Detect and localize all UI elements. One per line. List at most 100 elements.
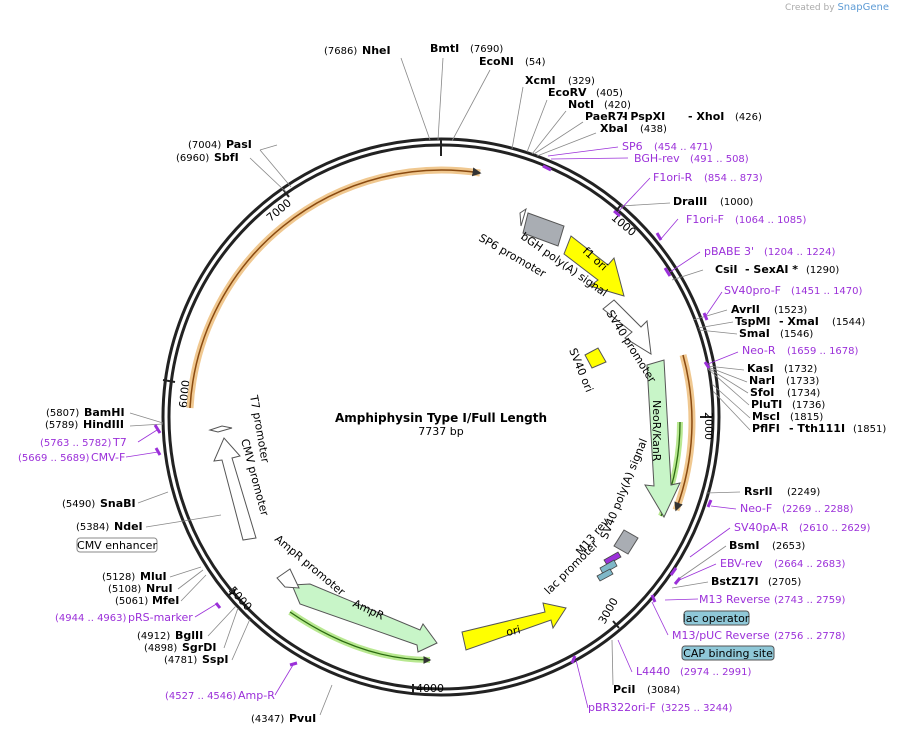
primer-ticks — [153, 164, 713, 667]
svg-text:(1204 .. 1224): (1204 .. 1224) — [764, 247, 836, 258]
svg-text:(54): (54) — [525, 57, 546, 68]
lac-operator-label: lac operator — [683, 612, 750, 625]
svg-text:EcoRV: EcoRV — [548, 86, 587, 99]
svg-text:(2249): (2249) — [787, 487, 820, 498]
primer-m13-reverse: M13 Reverse — [699, 593, 770, 606]
primer-m13-puc-reverse: M13/pUC Reverse — [672, 629, 770, 642]
svg-text:(1732): (1732) — [784, 364, 817, 375]
primer-ebv-rev: EBV-rev — [720, 557, 763, 570]
svg-text:BamHI: BamHI — [84, 406, 125, 419]
svg-text:BmtI: BmtI — [430, 42, 459, 55]
svg-text:(7690): (7690) — [470, 44, 503, 55]
svg-text:(426): (426) — [735, 112, 762, 123]
site-nari: NarI — [749, 374, 775, 387]
feature-neor — [644, 359, 681, 519]
svg-text:(329): (329) — [568, 76, 595, 87]
site-nrui: NruI — [146, 582, 173, 595]
svg-text:M13/pUC Reverse: M13/pUC Reverse — [672, 629, 770, 642]
label-neor: NeoR/KanR — [650, 400, 663, 462]
svg-text:XcmI: XcmI — [525, 74, 556, 87]
svg-text:(2269 .. 2288): (2269 .. 2288) — [782, 504, 854, 515]
svg-text:(454 .. 471): (454 .. 471) — [654, 142, 713, 153]
site-rsrii: RsrII — [744, 485, 773, 498]
site-sspi: SspI — [202, 653, 228, 666]
svg-text:SbfI: SbfI — [214, 151, 239, 164]
svg-text:- XmaI: - XmaI — [779, 315, 819, 328]
primer-cmv-f: CMV-F — [91, 451, 125, 464]
svg-text:pRS-marker: pRS-marker — [128, 611, 193, 624]
svg-text:BGH-rev: BGH-rev — [634, 152, 680, 165]
plasmid-name: Amphiphysin Type I/Full Length — [335, 411, 547, 425]
site-xcmi: XcmI — [525, 74, 556, 87]
lac-operator-box: lac operator — [683, 610, 750, 626]
svg-text:Neo-R: Neo-R — [742, 344, 776, 357]
svg-text:(4912): (4912) — [137, 631, 170, 642]
ruler-4000: 4000 — [416, 682, 444, 695]
feature-bgh — [519, 207, 565, 247]
svg-text:(1734): (1734) — [787, 388, 820, 399]
site-connectors — [129, 57, 751, 716]
primer-amp-r: Amp-R — [238, 689, 275, 702]
svg-text:(5108): (5108) — [108, 584, 141, 595]
brand-name: SnapGene — [837, 2, 889, 13]
feature-ampr-promoter — [276, 568, 300, 589]
site-msci: MscI — [752, 410, 780, 423]
svg-text:NarI: NarI — [749, 374, 775, 387]
svg-text:(491 .. 508): (491 .. 508) — [690, 154, 749, 165]
svg-text:BglII: BglII — [175, 629, 203, 642]
svg-text:- SexAI *: - SexAI * — [745, 263, 798, 276]
primer-f1ori-r: F1ori-R — [653, 171, 693, 184]
svg-text:SspI: SspI — [202, 653, 228, 666]
svg-text:(1851): (1851) — [853, 424, 886, 435]
site-smai: SmaI — [739, 327, 770, 340]
ruler-3000: 3000 — [596, 596, 621, 627]
svg-text:DraIII: DraIII — [673, 195, 707, 208]
site-hindiii: HindIII — [83, 418, 124, 431]
insert-arc — [186, 166, 481, 409]
svg-text:(6960): (6960) — [176, 153, 209, 164]
svg-text:(1815): (1815) — [790, 412, 823, 423]
feature-f1ori — [563, 235, 625, 297]
site-bamhi: BamHI — [84, 406, 125, 419]
svg-text:SV40pA-R: SV40pA-R — [734, 521, 789, 534]
primer-bgh-rev: BGH-rev — [634, 152, 680, 165]
sites-left: (7686) NheI (7004) PasI (6960) SbfI (580… — [45, 44, 391, 725]
site-pasi: PasI — [226, 138, 252, 151]
svg-text:TspMI: TspMI — [735, 315, 771, 328]
feature-t7-promoter — [208, 425, 233, 433]
svg-text:F1ori-R: F1ori-R — [653, 171, 693, 184]
svg-text:PluTI: PluTI — [751, 398, 782, 411]
site-bsmi: BsmI — [729, 539, 760, 552]
ruler-2000: 2000 — [702, 412, 715, 440]
svg-text:BstZ17I: BstZ17I — [711, 575, 759, 588]
site-sfoi: SfoI — [750, 386, 774, 399]
primer-connectors — [125, 146, 739, 709]
svg-text:PciI: PciI — [613, 683, 635, 696]
svg-text:(1290): (1290) — [806, 265, 839, 276]
svg-text:MluI: MluI — [140, 570, 167, 583]
site-pflfi: PflFI — [752, 422, 780, 435]
svg-text:(1000): (1000) — [720, 197, 753, 208]
svg-text:F1ori-F: F1ori-F — [686, 213, 724, 226]
primer-sv40pro-f: SV40pro-F — [724, 284, 781, 297]
label-ori: ori — [505, 623, 522, 639]
svg-text:CMV-F: CMV-F — [91, 451, 125, 464]
cap-site-label: CAP binding site — [683, 647, 773, 660]
svg-text:pBABE 3': pBABE 3' — [704, 245, 754, 258]
svg-text:(5669 .. 5689): (5669 .. 5689) — [18, 453, 90, 464]
feature-lac-operator-marks — [596, 551, 622, 582]
site-ecorv: EcoRV — [548, 86, 587, 99]
site-paer7i: PaeR7I — [585, 110, 628, 123]
svg-text:PasI: PasI — [226, 138, 252, 151]
svg-text:L4440: L4440 — [636, 665, 670, 678]
svg-text:(5789): (5789) — [45, 420, 78, 431]
svg-text:(5384): (5384) — [76, 522, 109, 533]
svg-text:EcoNI: EcoNI — [479, 55, 514, 68]
svg-text:NruI: NruI — [146, 582, 173, 595]
label-lac-promoter: lac promoter — [542, 538, 601, 597]
svg-text:SnaBI: SnaBI — [100, 497, 136, 510]
svg-text:(5807): (5807) — [46, 408, 79, 419]
svg-text:(7004): (7004) — [188, 140, 221, 151]
site-nhei: NheI — [362, 44, 391, 57]
